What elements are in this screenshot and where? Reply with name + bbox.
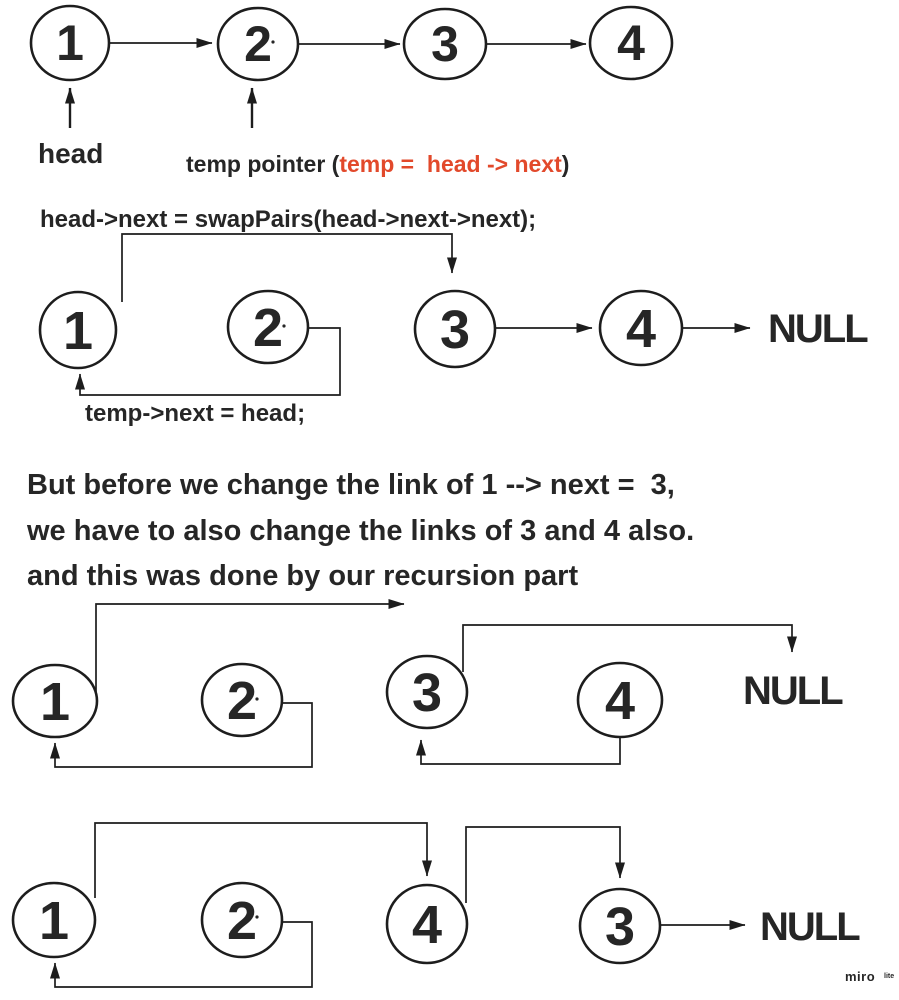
node-circle-3 <box>413 289 497 369</box>
node-circle-4 <box>385 883 469 965</box>
node-circle-4 <box>598 289 684 367</box>
node2-to-node1-loop-arrow <box>50 702 313 768</box>
stray-dot <box>255 915 259 919</box>
note-line-3: and this was done by our recursion part <box>27 560 578 592</box>
null-label: NULL <box>760 905 860 949</box>
temp-label-prefix: temp pointer ( <box>186 151 340 177</box>
node-value: 4 <box>617 15 645 71</box>
node-value: 1 <box>56 15 84 71</box>
node-circle-1 <box>11 881 97 959</box>
node-circle-1 <box>11 663 99 739</box>
note-text: But before we change the link of 1 --> n… <box>26 469 694 592</box>
node-value: 4 <box>412 895 442 955</box>
final-list-diagram: 1 2 4 3 NULL <box>11 822 862 988</box>
node-value: 3 <box>431 16 459 72</box>
node-circle-3 <box>385 654 469 730</box>
note-line-1: But before we change the link of 1 --> n… <box>27 469 675 501</box>
node-value: 3 <box>440 300 470 360</box>
node-circle-2 <box>216 6 300 82</box>
node-value: 1 <box>63 301 93 361</box>
node-value: 2 <box>227 671 257 731</box>
after-recursion-diagram: 1 2 3 4 NULL temp->next = head; <box>38 233 870 427</box>
node-circle-4 <box>576 661 664 739</box>
recursion-code-label: head->next = swapPairs(head->next->next)… <box>40 206 536 233</box>
node-circle-1 <box>29 4 111 82</box>
miro-lite-badge: lite <box>884 973 894 980</box>
node-value: 3 <box>605 897 635 957</box>
node-circle-1 <box>38 290 118 370</box>
temp-pointer-label: temp pointer (temp = head -> next) <box>186 151 569 177</box>
temp-label-suffix: ) <box>562 151 570 177</box>
head-label: head <box>38 138 103 169</box>
node-value: 2 <box>253 298 283 358</box>
miro-logo[interactable]: miro <box>845 969 875 984</box>
note-line-2: we have to also change the links of 3 an… <box>26 515 694 547</box>
node-value: 4 <box>605 671 635 731</box>
node-value: 1 <box>40 672 70 732</box>
recursion-step-diagram: 1 2 3 4 NULL <box>11 599 845 768</box>
node-value: 2 <box>227 891 257 951</box>
node-circle-4 <box>588 5 674 81</box>
stray-dot <box>282 324 286 328</box>
node-circle-2 <box>226 289 310 365</box>
node1-next-arrow <box>95 599 405 694</box>
miro-watermark: miro lite <box>845 969 894 984</box>
node-value: 2 <box>244 16 272 72</box>
temp-next-code-label: temp->next = head; <box>85 400 305 427</box>
temp-next-head-loop-arrow <box>75 327 341 396</box>
stray-dot <box>271 40 275 44</box>
null-label: NULL <box>743 669 843 713</box>
node4-to-node3-loop-arrow <box>416 737 621 765</box>
initial-list-diagram: 1 2 3 4 head temp pointer (temp = head -… <box>29 4 674 177</box>
node-value: 4 <box>626 299 656 359</box>
node-circle-3 <box>578 887 662 965</box>
node2-to-node1-loop-arrow <box>50 921 313 988</box>
node-circle-2 <box>200 881 284 959</box>
node-value: 1 <box>39 891 69 951</box>
null-label: NULL <box>768 307 868 351</box>
node-circle-3 <box>402 7 488 81</box>
temp-label-code: temp = head -> next <box>339 151 562 177</box>
node4-to-node3-arrow <box>465 826 625 903</box>
node-value: 3 <box>412 663 442 723</box>
node1-to-node4-arrow <box>94 822 432 898</box>
stray-dot <box>255 697 259 701</box>
node3-to-null-arrow <box>462 624 797 672</box>
node-circle-2 <box>200 662 284 738</box>
recursive-call-connector-arrow <box>121 233 457 302</box>
